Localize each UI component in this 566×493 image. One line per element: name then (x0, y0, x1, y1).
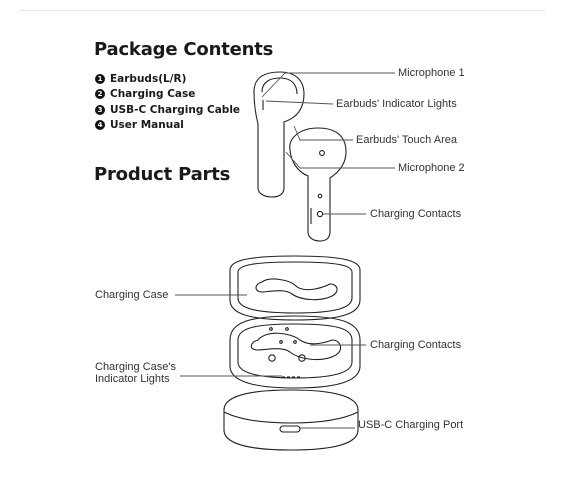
label-case-indicator-line2: Indicator Lights (95, 373, 170, 385)
charging-case-base-illustration (229, 315, 361, 389)
number-badge: 3 (95, 104, 105, 115)
item-label: User Manual (110, 119, 184, 132)
label-case-charging-contacts: Charging Contacts (370, 339, 462, 351)
label-earbud-charging-contacts: Charging Contacts (370, 208, 462, 220)
label-earbuds-touch-area: Earbuds' Touch Area (356, 134, 457, 146)
closed-case-illustration (223, 389, 359, 451)
number-badge: 2 (95, 89, 105, 100)
package-contents-title: Package Contents (94, 39, 274, 60)
number-badge: 1 (95, 73, 105, 84)
label-charging-case: Charging Case (95, 289, 169, 301)
item-label: Earbuds(L/R) (110, 72, 187, 85)
package-list: 1 Earbuds(L/R) 2 Charging Case 3 USB-C Char… (95, 71, 240, 133)
item-label: Charging Case (110, 88, 196, 101)
charging-case-lid-illustration (229, 255, 361, 321)
item-label: USB-C Charging Cable (110, 103, 241, 116)
label-case-indicator-line1: Charging Case's (95, 361, 176, 373)
list-item: 4 User Manual (95, 118, 240, 134)
number-badge: 4 (95, 120, 105, 131)
product-parts-title: Product Parts (94, 164, 231, 185)
list-item: 1 Earbuds(L/R) (95, 71, 240, 87)
list-item: 2 Charging Case (95, 87, 240, 103)
label-microphone-2: Microphone 2 (398, 162, 465, 174)
list-item: 3 USB-C Charging Cable (95, 102, 240, 118)
top-divider (20, 10, 546, 11)
label-microphone-1: Microphone 1 (398, 67, 465, 79)
label-usb-c-charging-port: USB-C Charging Port (358, 419, 464, 431)
label-earbuds-indicator-lights: Earbuds' Indicator Lights (336, 98, 457, 110)
earbud-right-illustration (289, 127, 347, 242)
